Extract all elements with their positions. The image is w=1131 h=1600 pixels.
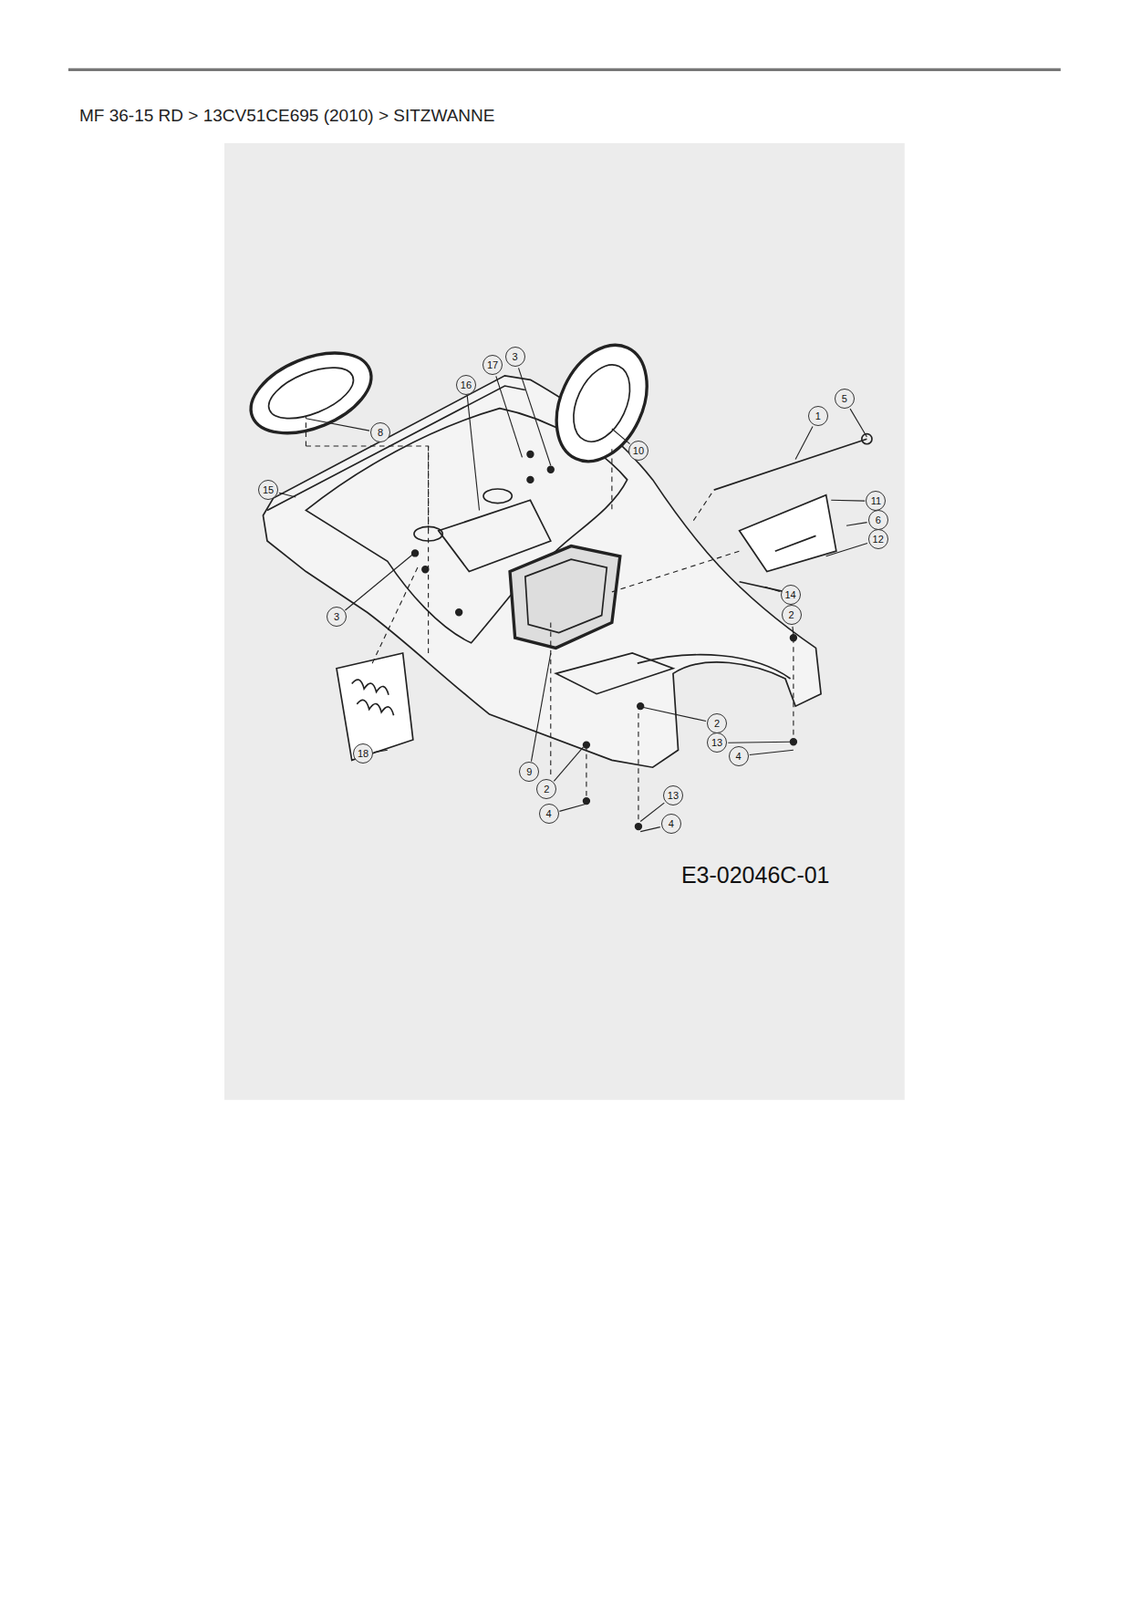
callout-number: 10: [628, 440, 649, 461]
callout-number: 13: [706, 732, 727, 753]
leader-line: [640, 802, 665, 821]
leader-line: [749, 749, 794, 755]
leader-line: [612, 428, 631, 445]
leader-line: [279, 492, 296, 498]
callout-number: 2: [781, 604, 802, 625]
leader-line: [791, 626, 794, 635]
breadcrumb-title: MF 36-15 RD > 13CV51CE695 (2010) > SITZW…: [79, 105, 495, 126]
leader-line: [765, 586, 780, 592]
leader-line: [518, 367, 551, 466]
leader-line: [559, 803, 585, 811]
callout-number: 6: [868, 509, 889, 530]
leader-line: [727, 741, 790, 744]
leader-line: [826, 543, 868, 557]
callout-number: 1: [808, 405, 829, 426]
leader-line: [373, 749, 388, 752]
leader-line: [553, 747, 583, 782]
callout-number: 15: [258, 479, 279, 500]
callout-number: 8: [370, 422, 391, 443]
leader-line: [795, 425, 813, 459]
leader-line: [640, 827, 661, 832]
leader-line: [496, 375, 523, 457]
callout-number: 5: [834, 388, 855, 409]
callout-number: 4: [539, 803, 560, 824]
callout-number: 13: [663, 785, 684, 806]
leader-line: [642, 706, 706, 721]
callout-number: 3: [505, 346, 526, 367]
drawing-number: E3-02046C-01: [681, 861, 831, 889]
callout-number: 16: [456, 374, 477, 395]
leader-line: [830, 499, 865, 502]
callout-number: 4: [661, 813, 682, 834]
leader-line: [305, 418, 370, 431]
leader-line: [344, 554, 413, 611]
callout-number: 2: [706, 713, 727, 734]
callout-number: 4: [728, 746, 749, 767]
leader-line: [466, 395, 479, 510]
callout-number: 14: [780, 584, 801, 605]
leader-line: [530, 653, 550, 762]
leader-line: [850, 408, 867, 437]
leader-line: [846, 522, 868, 527]
